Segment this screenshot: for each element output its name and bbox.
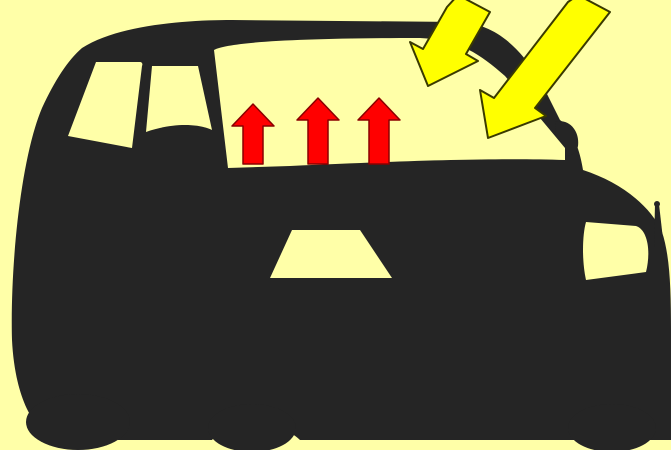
antenna-tip: [654, 201, 660, 207]
headlight: [583, 222, 648, 280]
heat-arrows: [232, 98, 400, 164]
front-wheel-right: [568, 404, 656, 450]
front-wheel-left: [208, 404, 296, 450]
antenna: [654, 204, 664, 248]
rear-wheel: [26, 394, 130, 450]
